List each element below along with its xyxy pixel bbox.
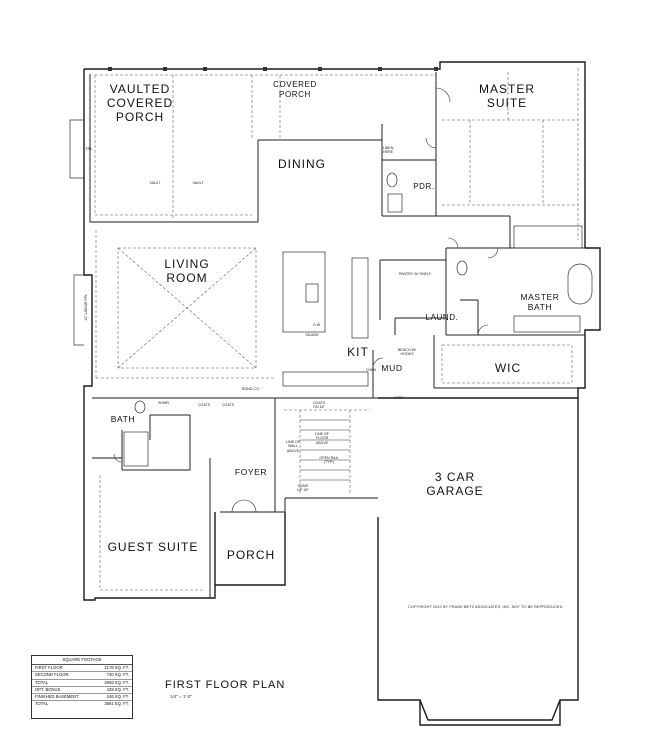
- room-label-pdr: PDR.: [413, 182, 435, 191]
- note-vault-right: VAULT: [192, 181, 204, 185]
- outer-wall-east: [577, 247, 601, 398]
- door-swings: [113, 87, 499, 513]
- room-label-wic: WIC: [494, 361, 522, 375]
- plan-title: FIRST FLOOR PLAN: [165, 679, 286, 691]
- master-tub: [567, 263, 593, 305]
- note-coats: COATS: [197, 403, 211, 407]
- garage-bay: [419, 699, 561, 721]
- note-fireplace-porch: FPL: [85, 147, 93, 151]
- kitchen-island: [282, 251, 326, 333]
- fixtures: [69, 119, 593, 481]
- plan-scale: 1/4" = 1'-0": [170, 694, 192, 699]
- room-label-bath: BATH: [110, 414, 136, 424]
- note-pantry: PANTRY W/ SHELF: [398, 272, 432, 276]
- note-dw: D.W.: [313, 323, 321, 327]
- note-vault-left: VAULT: [149, 181, 161, 185]
- note-shwr: SHWR.: [158, 401, 170, 405]
- room-label-mud: MUD: [381, 363, 403, 373]
- living-fireplace: [73, 274, 84, 346]
- room-label-porch: PORCH: [226, 548, 276, 562]
- copyright-note: COPYRIGHT 2012 BY FRANK BETZ ASSOCIATES,…: [408, 604, 563, 609]
- stair-treads: [300, 419, 350, 481]
- interior-walls: [89, 72, 585, 598]
- master-shower: [513, 225, 583, 249]
- note-bath-closet: COATS: [221, 403, 235, 407]
- bath-toilet: [134, 400, 146, 414]
- square-footage-heading: SQUARE FOOTAGE: [32, 656, 132, 665]
- kitchen-cabinet-run: [282, 371, 369, 387]
- exterior-walls: [83, 61, 601, 726]
- room-label-dining: DINING: [278, 157, 326, 171]
- note-fireplace: 42" LINEAR FPL: [83, 293, 88, 321]
- porch-fireplace: [69, 119, 84, 179]
- kitchen-counter: [351, 257, 369, 339]
- pdr-sink: [387, 193, 403, 213]
- note-bond: BOND CO.: [242, 387, 260, 391]
- porch-posts: [108, 67, 438, 71]
- note-bench: BENCH W/HOOKS: [398, 348, 416, 357]
- dashed-beams: [94, 68, 579, 591]
- note-oven: OVEN: [365, 368, 377, 372]
- pdr-toilet: [386, 172, 398, 188]
- room-label-kit: KIT: [347, 345, 369, 359]
- room-label-laund: LAUND.: [425, 313, 459, 322]
- note-island: ISLAND: [305, 333, 319, 337]
- porch-wall: [214, 512, 286, 586]
- island-sink: [305, 283, 319, 303]
- bath-tub: [123, 431, 149, 467]
- room-label-foyer: FOYER: [234, 467, 268, 477]
- outer-wall-west: [83, 69, 216, 601]
- room-label-guest-suite: GUEST SUITE: [107, 540, 199, 554]
- master-toilet: [456, 260, 468, 276]
- garage-wall: [377, 397, 579, 726]
- note-step: STEP: [394, 396, 404, 400]
- note-open-rail: OPEN RAIL(TYP.): [319, 456, 339, 465]
- master-vanity: [513, 315, 581, 333]
